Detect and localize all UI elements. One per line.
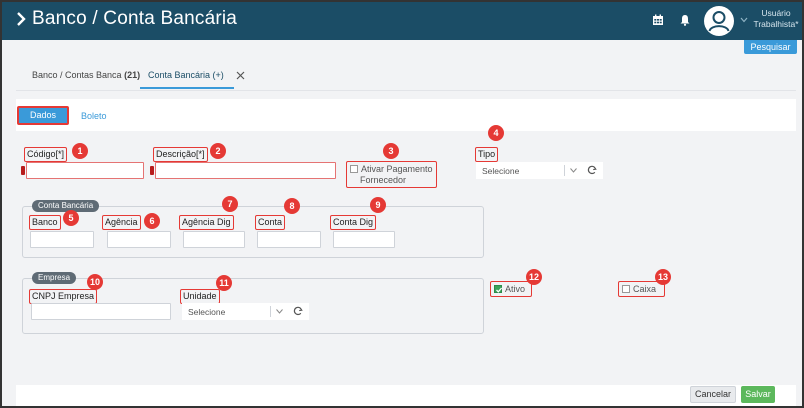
annotation-badge: 7 bbox=[222, 196, 238, 212]
fieldset-legend: Conta Bancária bbox=[32, 200, 100, 212]
cnpj-label: CNPJ Empresa bbox=[29, 289, 98, 304]
unidade-label: Unidade bbox=[180, 289, 220, 304]
caixa-checkbox[interactable]: Caixa bbox=[618, 281, 665, 297]
agencia-input[interactable] bbox=[107, 231, 171, 248]
codigo-input[interactable] bbox=[26, 162, 144, 179]
unidade-select[interactable]: Selecione bbox=[182, 303, 309, 320]
banco-label: Banco bbox=[29, 215, 61, 230]
refresh-icon[interactable] bbox=[587, 165, 597, 175]
ativo-checkbox[interactable]: Ativo bbox=[490, 281, 532, 297]
tab-banco-contas[interactable]: Banco / Contas Banca (21) bbox=[32, 70, 141, 80]
annotation-badge: 6 bbox=[144, 213, 160, 229]
conta-dig-label: Conta Dig bbox=[330, 215, 377, 230]
conta-label: Conta bbox=[255, 215, 286, 230]
tipo-label: Tipo bbox=[475, 147, 499, 162]
avatar[interactable] bbox=[704, 6, 734, 36]
conta-input[interactable] bbox=[257, 231, 321, 248]
checkbox-icon bbox=[622, 285, 630, 293]
search-button[interactable]: Pesquisar bbox=[744, 40, 797, 54]
descricao-label: Descrição[*] bbox=[153, 147, 208, 162]
annotation-badge: 2 bbox=[210, 143, 226, 159]
page-title: Banco / Conta Bancária bbox=[32, 8, 238, 29]
annotation-badge: 11 bbox=[216, 275, 232, 291]
empresa-group bbox=[22, 278, 484, 334]
annotation-badge: 1 bbox=[72, 143, 88, 159]
tipo-select[interactable]: Selecione bbox=[476, 162, 603, 179]
tab-bar: Banco / Contas Banca (21) Conta Bancária… bbox=[16, 59, 796, 91]
active-tab-indicator bbox=[140, 87, 234, 89]
close-icon[interactable] bbox=[236, 71, 245, 80]
user-icon bbox=[708, 11, 730, 32]
tab-boleto[interactable]: Boleto bbox=[81, 111, 107, 121]
refresh-icon[interactable] bbox=[293, 306, 303, 316]
chevron-down-icon[interactable] bbox=[740, 17, 748, 23]
cnpj-input[interactable] bbox=[31, 303, 171, 320]
annotation-badge: 9 bbox=[370, 197, 386, 213]
descricao-input[interactable] bbox=[155, 162, 336, 179]
tab-conta-bancaria[interactable]: Conta Bancária (+) bbox=[148, 70, 224, 80]
chevron-down-icon bbox=[276, 309, 283, 314]
save-button[interactable]: Salvar bbox=[741, 386, 775, 403]
tab-count-badge: (21) bbox=[124, 70, 141, 80]
checkbox-icon bbox=[350, 165, 358, 173]
banco-input[interactable] bbox=[30, 231, 94, 248]
form-footer bbox=[16, 385, 796, 406]
app-header: Banco / Conta Bancária Usuário Trabalhis… bbox=[2, 2, 802, 40]
checkbox-checked-icon bbox=[494, 285, 503, 293]
chevron-down-icon bbox=[570, 168, 577, 173]
required-indicator bbox=[21, 166, 25, 175]
annotation-badge: 4 bbox=[488, 125, 504, 141]
bell-icon[interactable] bbox=[679, 14, 691, 26]
calendar-icon[interactable] bbox=[652, 14, 664, 26]
agencia-dig-input[interactable] bbox=[183, 231, 245, 248]
codigo-label: Código[*] bbox=[24, 147, 68, 162]
annotation-badge: 3 bbox=[383, 143, 399, 159]
conta-dig-input[interactable] bbox=[333, 231, 395, 248]
annotation-badge: 5 bbox=[63, 210, 79, 226]
agencia-dig-label: Agência Dig bbox=[179, 215, 234, 230]
subtab-bar bbox=[16, 99, 796, 131]
agencia-label: Agência bbox=[102, 215, 141, 230]
required-indicator bbox=[150, 166, 154, 175]
annotation-badge: 8 bbox=[284, 198, 300, 214]
cancel-button[interactable]: Cancelar bbox=[690, 386, 736, 403]
conta-bancaria-group bbox=[22, 206, 484, 258]
annotation-badge: 10 bbox=[87, 274, 103, 290]
user-name[interactable]: Usuário Trabalhista* bbox=[753, 8, 799, 29]
chevron-right-icon[interactable] bbox=[15, 11, 27, 27]
tab-dados[interactable]: Dados bbox=[17, 106, 69, 125]
fieldset-legend: Empresa bbox=[32, 272, 77, 284]
form-panel bbox=[16, 133, 796, 385]
ativar-pagamento-checkbox[interactable]: Ativar Pagamento Fornecedor bbox=[346, 161, 437, 188]
